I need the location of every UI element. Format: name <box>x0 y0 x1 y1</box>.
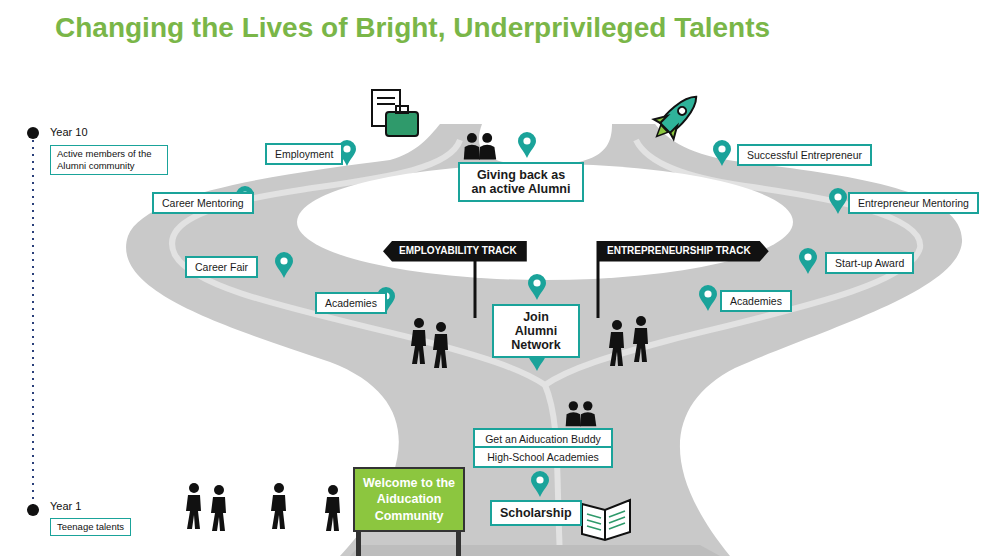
node-text: High-School Academies <box>483 451 603 463</box>
step-box: High-School Academies <box>473 446 613 468</box>
node-text: Academies <box>325 297 377 309</box>
milestone-box: Teenage talents <box>50 518 131 536</box>
node-text: Start-up Award <box>835 257 904 269</box>
node-text: EMPLOYABILITY TRACK <box>399 245 517 258</box>
step-box: Giving back as an active Alumni <box>458 162 584 202</box>
year-label: Year 10 <box>50 126 88 138</box>
node-text: Join Alumni Network <box>502 310 570 352</box>
node-text: Giving back as an active Alumni <box>468 168 574 196</box>
node-text: Active members of the Alumni community <box>57 148 161 172</box>
step-box: Career Fair <box>185 256 258 278</box>
node-text: ENTREPRENEURSHIP TRACK <box>607 245 751 258</box>
step-box: Start-up Award <box>825 252 914 274</box>
step-box: Career Mentoring <box>152 192 254 214</box>
node-text: Career Mentoring <box>162 197 244 209</box>
step-box: Join Alumni Network <box>492 304 580 358</box>
node-text: Teenage talents <box>57 521 124 533</box>
node-text: Academies <box>730 295 782 307</box>
step-box: Successful Entrepreneur <box>737 144 872 166</box>
node-text: Entrepreneur Mentoring <box>858 197 969 209</box>
step-box: Academies <box>720 290 792 312</box>
year-label: Year 1 <box>50 500 81 512</box>
step-box: Entrepreneur Mentoring <box>848 192 979 214</box>
track-flag: EMPLOYABILITY TRACK <box>383 241 527 262</box>
diagram-title: Changing the Lives of Bright, Underprivi… <box>55 12 770 44</box>
step-box: Academies <box>315 292 387 314</box>
step-box: Scholarship <box>490 500 582 526</box>
track-flag: ENTREPRENEURSHIP TRACK <box>597 241 769 262</box>
node-text: Employment <box>275 148 333 160</box>
node-text: Welcome to the Aiducation Community <box>359 475 459 524</box>
milestone-box: Active members of the Alumni community <box>50 145 168 175</box>
node-text: Get an Aiducation Buddy <box>483 433 603 445</box>
node-text: Successful Entrepreneur <box>747 149 862 161</box>
welcome-sign: Welcome to the Aiducation Community <box>353 467 465 532</box>
node-text: Career Fair <box>195 261 248 273</box>
step-box: Employment <box>265 143 343 165</box>
node-text: Scholarship <box>500 506 572 520</box>
